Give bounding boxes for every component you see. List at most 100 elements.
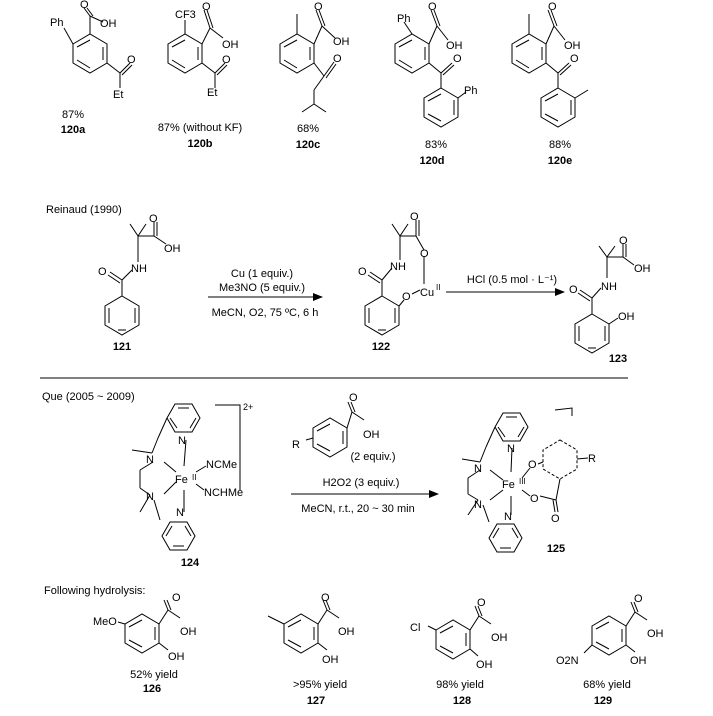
atom-o: O — [127, 54, 136, 66]
atom-o: O — [410, 211, 419, 223]
atom-oh: OH — [363, 429, 380, 441]
substituent-et: Et — [113, 89, 123, 101]
atom-n: N — [504, 511, 512, 523]
conditions-que: MeCN, r.t., 20 ~ 30 min — [301, 503, 414, 515]
atom-o: O — [453, 53, 462, 65]
atom-o: O — [551, 513, 560, 525]
ligand-ncme: NCMe — [206, 459, 237, 471]
iron-atom: Fe — [175, 474, 188, 486]
yield-120c: 68% — [297, 123, 319, 135]
iron-oxidation: III — [519, 477, 526, 486]
reagent-cu: Cu (1 equiv.) — [231, 268, 293, 280]
compound-121: O OH NH O — [98, 213, 181, 336]
substituent-ph: Ph — [50, 17, 63, 29]
atom-n: N — [474, 499, 482, 511]
yield-120b: 87% (without KF) — [158, 122, 242, 134]
substituent-meo: MeO — [93, 616, 117, 628]
atom-oh: OH — [446, 40, 463, 52]
reagent-amount: (2 equiv.) — [350, 451, 395, 463]
atom-o: O — [420, 248, 429, 260]
copper-oxidation: II — [436, 283, 440, 292]
atom-o: O — [428, 1, 437, 13]
atom-n: N — [507, 443, 515, 455]
atom-oh: OH — [647, 628, 664, 640]
atom-o: O — [98, 266, 107, 278]
label-120b: 120b — [187, 138, 212, 150]
yield-120e: 88% — [549, 139, 571, 151]
atom-o: O — [80, 0, 89, 11]
label-120c: 120c — [296, 139, 320, 151]
atom-o: O — [349, 392, 358, 404]
que-heading: Que (2005 ~ 2009) — [42, 391, 135, 403]
compound-126: O OH OH MeO — [93, 592, 197, 663]
substituent-r: R — [292, 439, 300, 451]
copper-atom: Cu — [420, 287, 434, 299]
substituent-ph: Ph — [397, 13, 410, 25]
atom-o: O — [570, 53, 579, 65]
atom-o: O — [321, 592, 330, 604]
atom-n: N — [474, 463, 482, 475]
atom-oh: OH — [634, 263, 651, 275]
atom-o: O — [202, 1, 211, 13]
atom-nh: NH — [390, 261, 406, 273]
atom-o: O — [619, 235, 628, 247]
reagent-h2o2: H2O2 (3 equiv.) — [323, 477, 400, 489]
reinaud-heading: Reinaud (1990) — [46, 204, 122, 216]
label-121: 121 — [113, 341, 131, 353]
atom-oh: OH — [222, 39, 239, 51]
atom-oh: OH — [564, 40, 581, 52]
atom-o: O — [402, 291, 411, 303]
compound-120c: O OH O — [279, 1, 350, 113]
hydrolysis-heading: Following hydrolysis: — [44, 585, 145, 597]
compound-120d: Ph O OH O Ph — [394, 1, 477, 128]
compound-129: O OH OH O2N — [556, 593, 664, 667]
label-128: 128 — [453, 695, 471, 707]
label-120e: 120e — [548, 155, 572, 167]
yield-126: 52% yield — [130, 669, 178, 681]
compound-122: O O NH O O Cu II — [358, 211, 440, 336]
yield-129: 68% yield — [583, 679, 631, 691]
conditions-reinaud: MeCN, O2, 75 ºC, 6 h — [212, 307, 319, 319]
substituent-cl: Cl — [410, 622, 420, 634]
benzoic-acid-reagent: O OH R — [292, 392, 380, 458]
reagent-hcl: HCl (0.5 mol · L⁻¹) — [467, 274, 557, 286]
complex-124: N N N N Fe II NCMe NCHMe 2+ — [131, 402, 253, 551]
atom-nh: NH — [131, 263, 147, 275]
atom-oh: OH — [100, 18, 117, 30]
label-123: 123 — [609, 353, 627, 365]
atom-o: O — [634, 593, 643, 605]
atom-o: O — [172, 592, 181, 604]
atom-o: O — [569, 284, 578, 296]
yield-120d: 83% — [425, 139, 447, 151]
label-124: 124 — [181, 557, 200, 569]
label-122: 122 — [372, 341, 390, 353]
atom-oh: OH — [168, 651, 185, 663]
ligand-nchme: NCHMe — [204, 487, 243, 499]
atom-o: O — [333, 53, 342, 65]
label-129: 129 — [594, 695, 612, 707]
atom-o: O — [222, 54, 231, 66]
atom-oh: OH — [333, 36, 350, 48]
atom-oh: OH — [322, 654, 339, 666]
substituent-et: Et — [207, 87, 217, 99]
substituent-ph: Ph — [464, 85, 477, 97]
atom-oh: OH — [180, 626, 197, 638]
label-126: 126 — [143, 683, 161, 695]
yield-120a: 87% — [62, 109, 84, 121]
label-125: 125 — [547, 543, 565, 555]
compound-123: O OH NH O OH — [569, 235, 651, 354]
atom-n: N — [146, 491, 154, 503]
atom-oh: OH — [164, 243, 181, 255]
compound-128: O OH OH Cl — [410, 597, 508, 671]
substituent-cf3: CF3 — [175, 9, 196, 21]
compound-127: O OH OH — [267, 592, 355, 666]
label-120a: 120a — [61, 124, 86, 136]
complex-charge: 2+ — [243, 402, 253, 412]
atom-oh: OH — [630, 655, 647, 667]
atom-o: O — [530, 493, 539, 505]
atom-oh: OH — [476, 659, 493, 671]
label-120d: 120d — [419, 155, 444, 167]
atom-nh: NH — [601, 281, 617, 293]
atom-o: O — [528, 459, 537, 471]
